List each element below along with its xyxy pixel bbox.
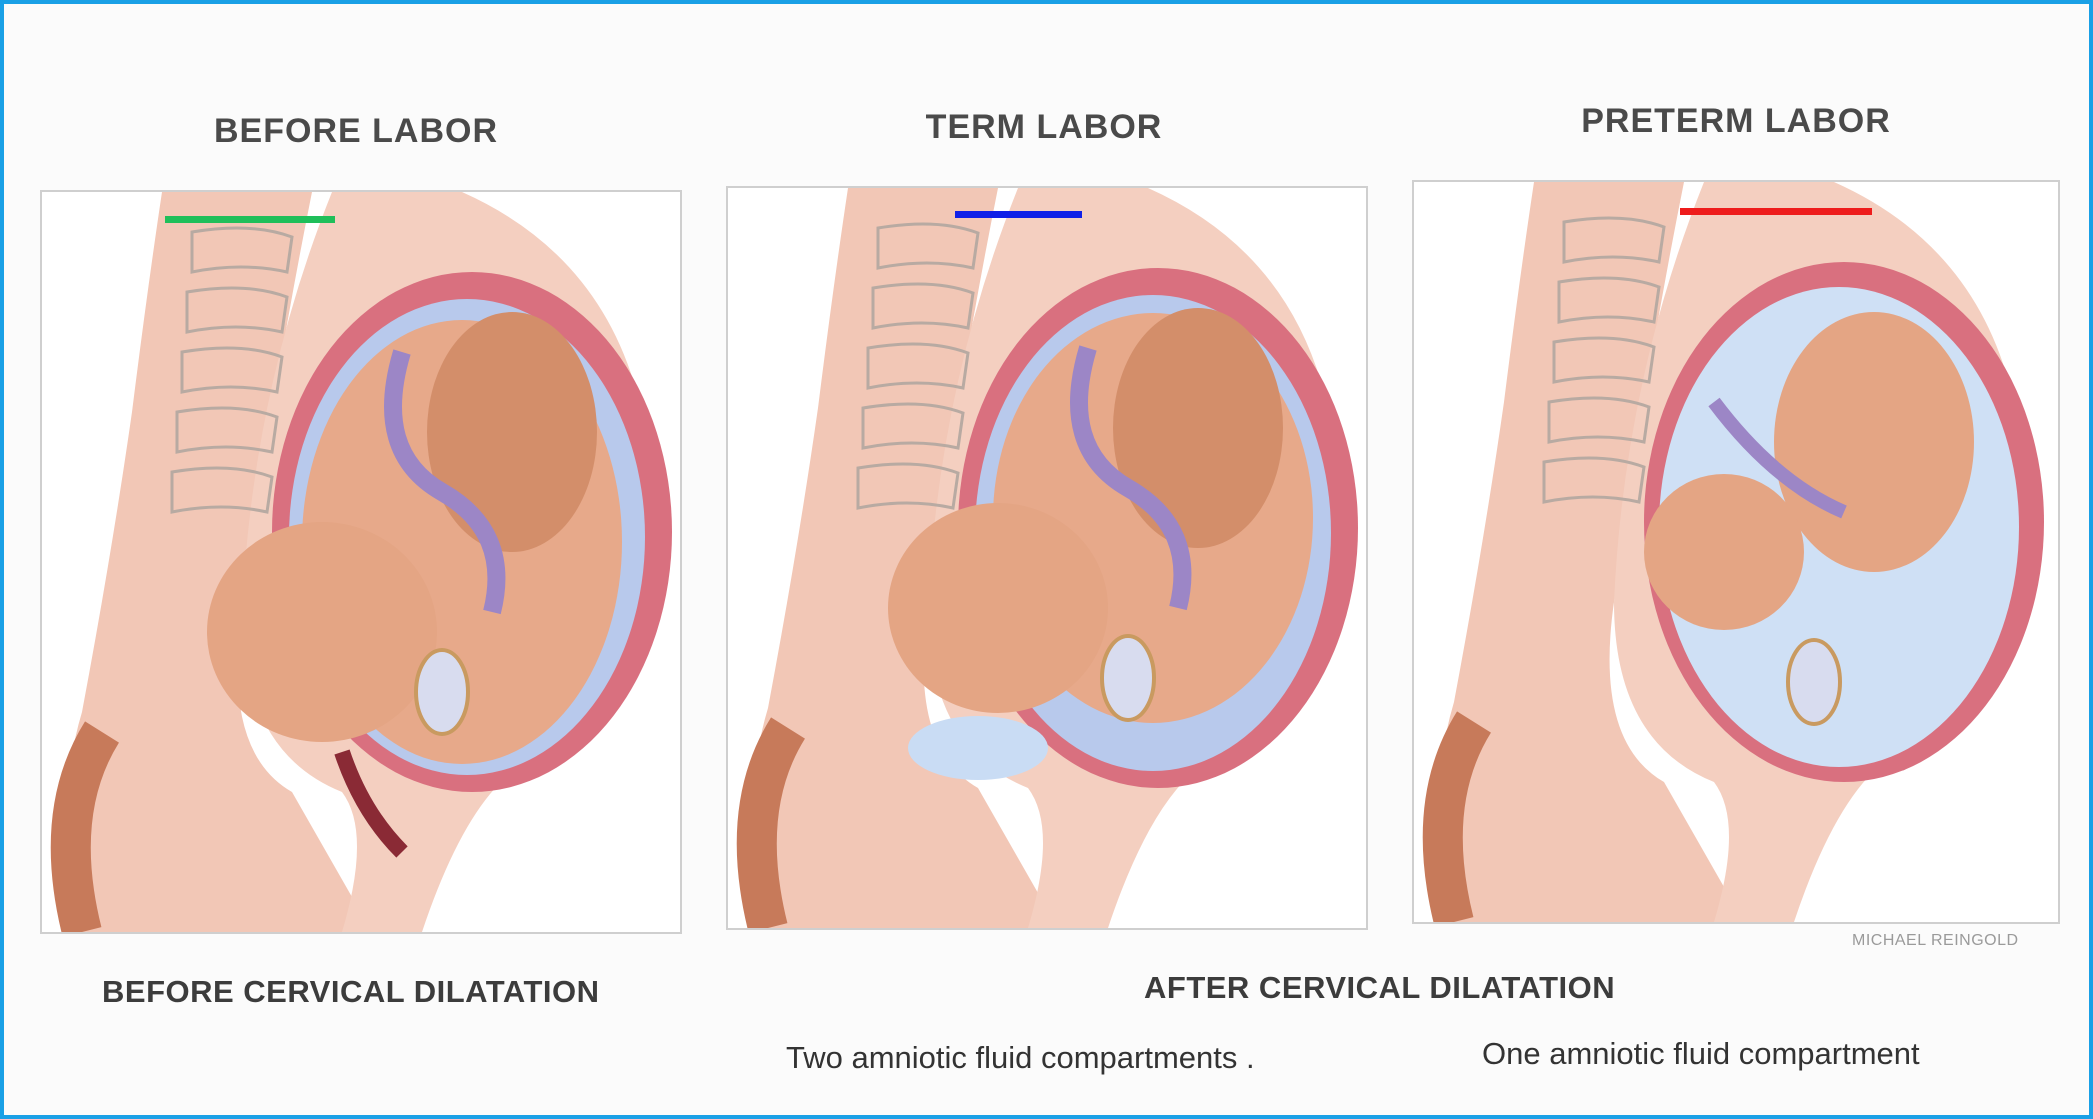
caption-after-cervical-dilatation: AFTER CERVICAL DILATATION <box>1144 970 1615 1006</box>
caption-two-amniotic-compartments: Two amniotic fluid compartments . <box>786 1040 1255 1076</box>
caption-before-cervical-dilatation: BEFORE CERVICAL DILATATION <box>102 974 600 1010</box>
illustration-before-labor <box>40 190 682 934</box>
panel-title-preterm-labor: PRETERM LABOR <box>1416 102 2056 141</box>
panel-title-before-labor: BEFORE LABOR <box>36 112 676 151</box>
illustration-preterm-labor <box>1412 180 2060 924</box>
marker-line-blue <box>955 211 1082 218</box>
illustration-term-labor <box>726 186 1368 930</box>
marker-line-green <box>165 216 335 223</box>
illustrator-credit: MICHAEL REINGOLD <box>1852 932 2019 950</box>
panel-title-term-labor: TERM LABOR <box>724 108 1364 147</box>
marker-line-red <box>1680 208 1872 215</box>
caption-one-amniotic-compartment: One amniotic fluid compartment <box>1482 1036 1920 1072</box>
